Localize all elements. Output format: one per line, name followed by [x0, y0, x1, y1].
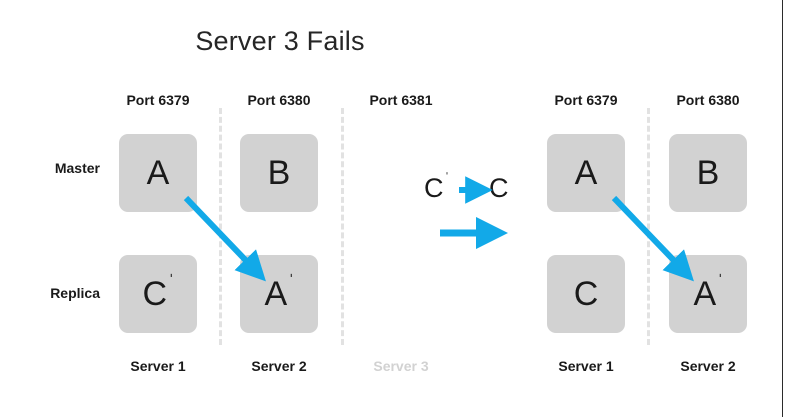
prime-mark: ˈ [444, 170, 450, 187]
node-letter: C [574, 277, 599, 311]
node-right-master-server2[interactable]: B [669, 134, 747, 212]
node-letter-text: A [693, 275, 717, 313]
prime-mark: ˈ [168, 271, 175, 293]
node-left-replica-server1[interactable]: Cˈ [119, 255, 197, 333]
row-label-master: Master [54, 160, 100, 176]
legend-from-node: Cˈ [424, 171, 450, 203]
node-letter-text: C [142, 275, 168, 313]
legend-from-letter: C [424, 173, 444, 203]
node-letter-text: C [573, 275, 599, 313]
server-label-left-3-failed: Server 3 [373, 358, 429, 374]
node-letter: Cˈ [142, 273, 175, 313]
legend-to-node: C [489, 173, 509, 203]
node-letter: Aˈ [264, 273, 294, 313]
port-label-left-3: Port 6381 [369, 92, 433, 108]
node-left-master-server2[interactable]: B [240, 134, 318, 212]
node-right-replica-server2[interactable]: Aˈ [669, 255, 747, 333]
port-label-right-1: Port 6379 [554, 92, 618, 108]
node-letter-text: A [574, 154, 598, 192]
server-label-right-1: Server 1 [558, 358, 614, 374]
server-label-left-1: Server 1 [130, 358, 186, 374]
node-letter: Aˈ [693, 273, 723, 313]
node-letter: B [697, 156, 720, 190]
port-label-left-1: Port 6379 [126, 92, 190, 108]
node-letter: B [268, 156, 291, 190]
column-divider-left-1 [219, 108, 222, 345]
node-letter: A [575, 156, 598, 190]
node-letter: A [147, 156, 170, 190]
node-right-replica-server1[interactable]: C [547, 255, 625, 333]
node-letter-text: B [696, 154, 720, 192]
port-label-left-2: Port 6380 [247, 92, 311, 108]
node-left-master-server1[interactable]: A [119, 134, 197, 212]
page-title: Server 3 Fails [195, 26, 365, 56]
node-letter-text: A [264, 275, 288, 313]
server-label-left-2: Server 2 [251, 358, 307, 374]
node-letter-text: B [267, 154, 291, 192]
node-letter-text: A [146, 154, 170, 192]
column-divider-left-2 [341, 108, 344, 345]
server-label-right-2: Server 2 [680, 358, 736, 374]
prime-mark: ˈ [288, 271, 295, 293]
column-divider-right-1 [647, 108, 650, 345]
node-left-replica-server2[interactable]: Aˈ [240, 255, 318, 333]
port-label-right-2: Port 6380 [676, 92, 740, 108]
slide-right-border [782, 0, 783, 417]
node-right-master-server1[interactable]: A [547, 134, 625, 212]
prime-mark: ˈ [717, 271, 724, 293]
row-label-replica: Replica [50, 285, 100, 301]
